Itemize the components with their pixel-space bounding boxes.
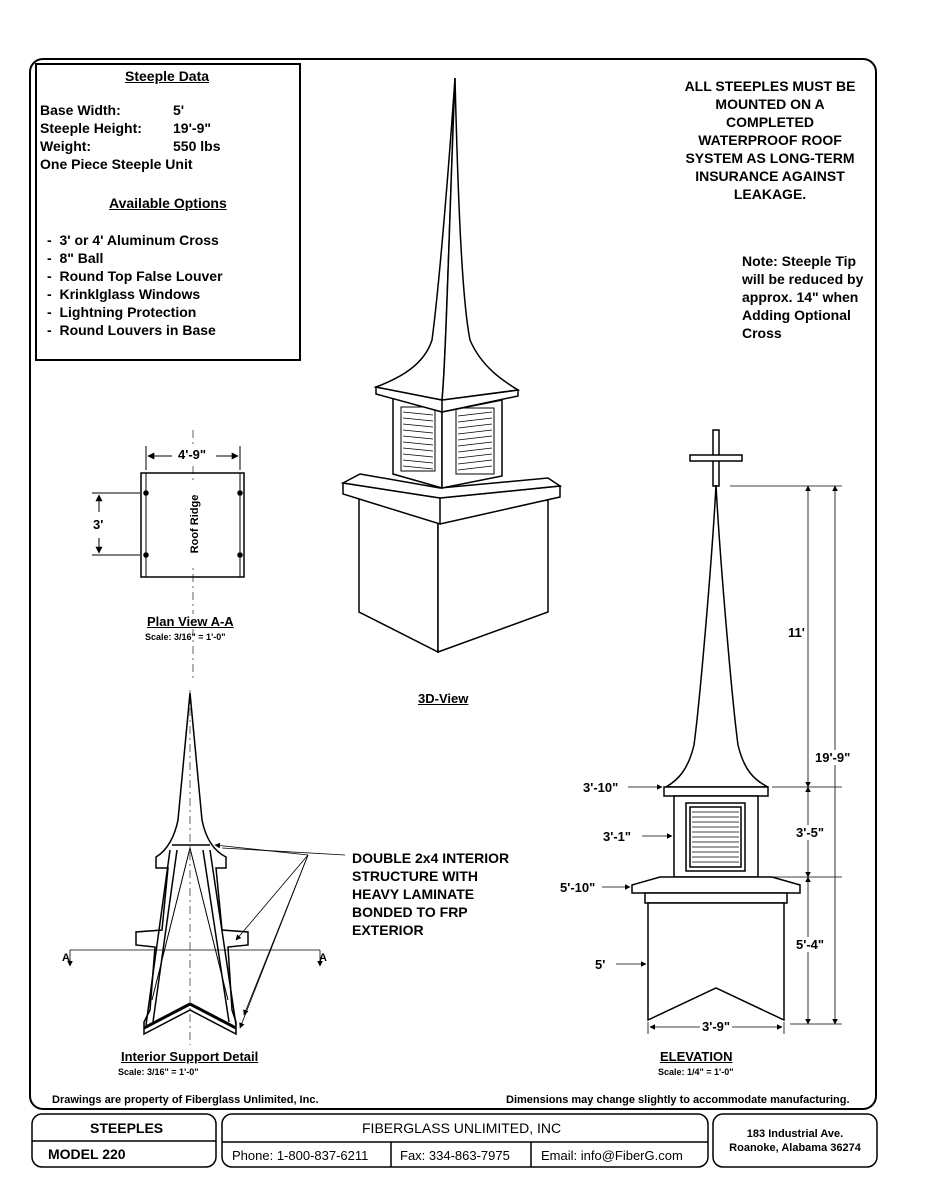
unit-note: One Piece Steeple Unit [40, 156, 193, 172]
elevation-scale: Scale: 1/4" = 1'-0" [658, 1067, 734, 1077]
dim-base-width: 5' [595, 957, 606, 972]
title-block-frame [31, 1113, 878, 1168]
fax-number: Fax: 334-863-7975 [400, 1148, 510, 1163]
data-label: Weight: [40, 138, 92, 154]
drawing-border [29, 58, 877, 1110]
data-value: 19'-9" [173, 120, 211, 136]
dim-louver-width: 3'-1" [603, 829, 632, 844]
mounting-warning: ALL STEEPLES MUST BE MOUNTED ON A COMPLE… [684, 78, 856, 202]
dim-bottom-width: 3'-9" [702, 1019, 731, 1034]
dimensions-note: Dimensions may change slightly to accomm… [506, 1094, 850, 1106]
section-mark-right: A [319, 952, 327, 964]
interior-support-drawing [67, 690, 346, 1045]
data-value: 5' [173, 102, 185, 118]
option-item: - Lightning Protection [47, 304, 197, 320]
plan-view-scale: Scale: 3/16" = 1'-0" [145, 632, 226, 642]
elevation-title: ELEVATION [660, 1049, 733, 1064]
dim-bell-width: 3'-10" [583, 780, 619, 795]
option-item: - 8" Ball [47, 250, 104, 266]
roof-ridge-label: Roof Ridge [189, 484, 201, 564]
option-item: - Round Louvers in Base [47, 322, 216, 338]
data-label: Steeple Height: [40, 120, 142, 136]
data-label: Base Width: [40, 102, 121, 118]
interior-scale: Scale: 3/16" = 1'-0" [118, 1067, 199, 1077]
options-list: - 3' or 4' Aluminum Cross - 8" Ball - Ro… [47, 231, 223, 339]
address-line-1: 183 Industrial Ave. [746, 1128, 844, 1140]
data-row-base-width: Base Width: 5' [40, 101, 230, 119]
option-item: - Round Top False Louver [47, 268, 223, 284]
steeple-data-rows: Base Width: 5' Steeple Height: 19'-9" We… [40, 101, 230, 173]
dim-spire: 11' [788, 625, 805, 640]
phone-number: Phone: 1-800-837-6211 [232, 1148, 369, 1163]
options-heading: Available Options [109, 195, 227, 211]
property-note: Drawings are property of Fiberglass Unli… [52, 1094, 319, 1106]
section-mark-left: A [62, 952, 70, 964]
steeple-data-box: Steeple Data Base Width: 5' Steeple Heig… [35, 63, 301, 361]
company-name: FIBERGLASS UNLIMITED, INC [362, 1120, 562, 1136]
steeple-data-heading: Steeple Data [125, 68, 210, 84]
steeple-3d-drawing [340, 77, 563, 654]
address-line-2: Roanoke, Alabama 36274 [729, 1142, 861, 1154]
cross-note: Note: Steeple Tip will be reduced by app… [742, 253, 864, 341]
view-3d-title: 3D-View [418, 691, 469, 706]
dim-louver-section: 3'-5" [796, 825, 825, 840]
interior-title: Interior Support Detail [121, 1049, 259, 1064]
elevation-louvers [692, 811, 739, 863]
dim-base-section: 5'-4" [796, 937, 825, 952]
steeple-3d-louvers [402, 411, 493, 471]
interior-callout: DOUBLE 2x4 INTERIOR STRUCTURE WITH HEAVY… [352, 850, 510, 938]
option-item: - 3' or 4' Aluminum Cross [47, 232, 219, 248]
dim-cap-width: 5'-10" [560, 880, 596, 895]
elevation-drawing [602, 429, 842, 1034]
model-label: MODEL 220 [48, 1146, 126, 1162]
data-value: 550 lbs [173, 138, 221, 154]
plan-depth-dim: 3' [93, 517, 104, 532]
plan-view-title: Plan View A-A [147, 614, 234, 629]
email-address[interactable]: Email: info@FiberG.com [541, 1148, 683, 1163]
data-row-weight: Weight: 550 lbs [40, 137, 230, 155]
plan-width-dim: 4'-9" [176, 447, 209, 462]
dim-total: 19'-9" [815, 750, 851, 765]
category-label: STEEPLES [90, 1120, 164, 1136]
data-row-steeple-height: Steeple Height: 19'-9" [40, 119, 230, 137]
option-item: - Krinklglass Windows [47, 286, 201, 302]
plan-view-drawing [92, 430, 245, 680]
